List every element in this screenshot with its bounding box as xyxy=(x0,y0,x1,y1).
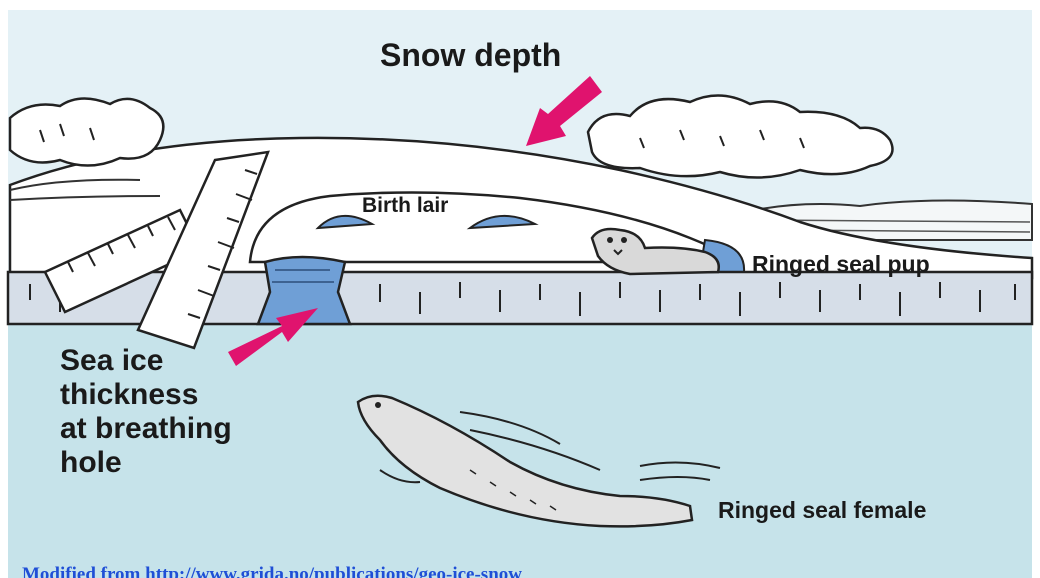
label-ringed-seal-pup: Ringed seal pup xyxy=(752,251,930,277)
cloud-left xyxy=(10,98,163,165)
source-credit: Modified from http://www.grida.no/public… xyxy=(22,564,522,578)
label-sea-ice-line4: hole xyxy=(60,446,122,479)
label-sea-ice-line2: thickness xyxy=(60,378,198,411)
label-birth-lair: Birth lair xyxy=(362,194,448,217)
label-snow-depth: Snow depth xyxy=(380,37,561,73)
label-sea-ice-line1: Sea ice xyxy=(60,344,163,377)
label-sea-ice-line3: at breathing xyxy=(60,412,232,445)
label-ringed-seal-female: Ringed seal female xyxy=(718,497,926,523)
